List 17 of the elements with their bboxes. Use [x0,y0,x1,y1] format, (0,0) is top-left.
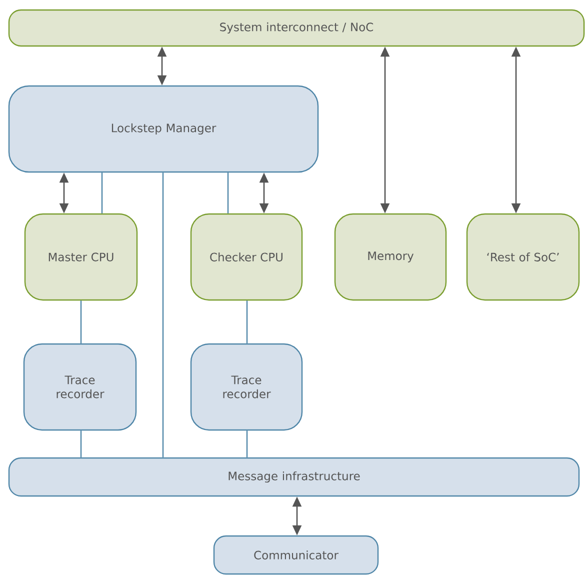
connector-line [227,172,229,214]
connector-line [80,430,82,458]
bus-bar: Message infrastructure [8,457,580,497]
process-box: Lockstep Manager [8,85,319,173]
process-box: ‘Rest of SoC’ [466,213,580,301]
connector-line [80,300,82,344]
process-box: Communicator [213,535,379,575]
connector-line [246,430,248,458]
process-box: Master CPU [24,213,138,301]
process-box: Trace recorder [23,343,137,431]
process-box: Memory [334,213,447,301]
process-box: Trace recorder [190,343,303,431]
connector-line [246,300,248,344]
process-box: Checker CPU [190,213,303,301]
connector-line [162,172,164,458]
bus-bar: System interconnect / NoC [8,9,585,47]
connector-line [101,172,103,214]
